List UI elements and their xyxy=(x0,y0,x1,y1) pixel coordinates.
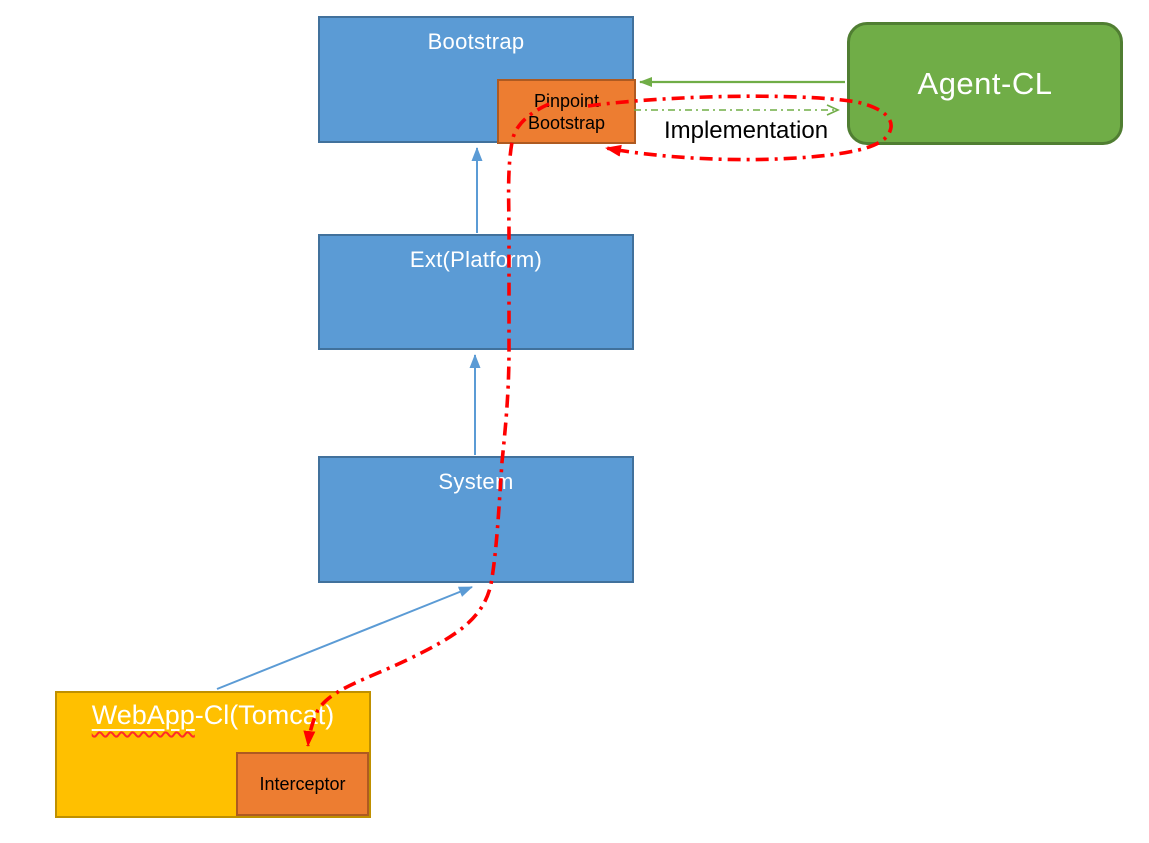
agent-cl-box: Agent-CL xyxy=(847,22,1123,145)
webapp-cl-label: WebApp-Cl(Tomcat) xyxy=(57,693,369,731)
arrow-red-pinpoint-to-interceptor xyxy=(303,102,550,747)
ext-platform-label: Ext(Platform) xyxy=(409,247,543,272)
pinpoint-bootstrap-label-line2: Bootstrap xyxy=(527,112,606,133)
bootstrap-label: Bootstrap xyxy=(427,29,525,54)
system-label: System xyxy=(438,469,514,494)
webapp-cl-label-rest: -Cl(Tomcat) xyxy=(194,700,335,730)
implementation-label: Implementation xyxy=(663,117,829,144)
pinpoint-bootstrap-box: Pinpoint Bootstrap xyxy=(497,79,636,144)
system-box: System xyxy=(318,456,634,583)
pinpoint-bootstrap-label-line1: Pinpoint xyxy=(533,90,600,111)
interceptor-label: Interceptor xyxy=(259,773,346,794)
interceptor-box: Interceptor xyxy=(236,752,369,816)
webapp-cl-label-misspelled-part: WebApp xyxy=(91,700,195,730)
agent-cl-label: Agent-CL xyxy=(917,65,1053,101)
arrow-webapp-to-system xyxy=(216,586,473,690)
webapp-cl-label-underline-wrap: WebApp xyxy=(92,700,195,730)
ext-platform-box: Ext(Platform) xyxy=(318,234,634,350)
